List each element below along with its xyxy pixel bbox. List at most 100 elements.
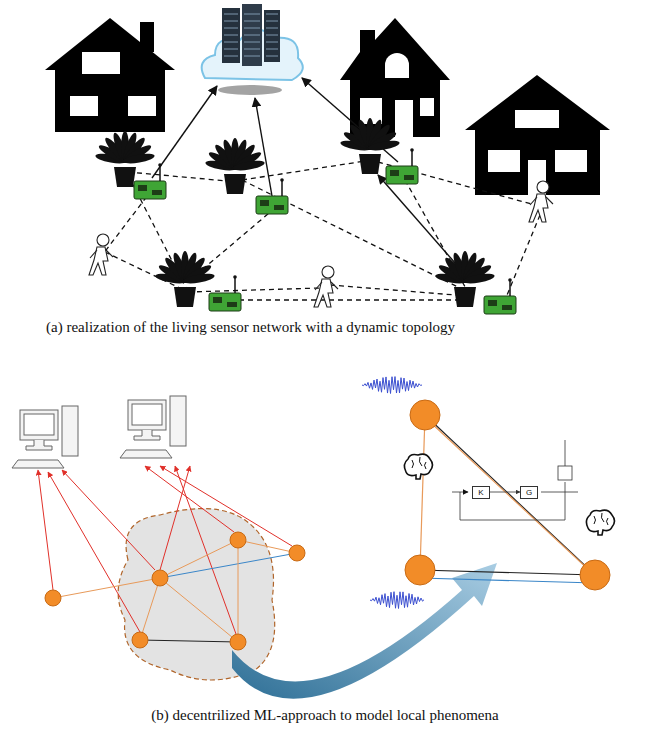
local-region xyxy=(118,509,275,680)
plant-sensor xyxy=(205,138,288,214)
server-slot xyxy=(244,42,260,43)
model-link xyxy=(425,415,595,575)
computer xyxy=(20,410,58,440)
server-slot xyxy=(266,21,278,22)
network-link xyxy=(140,578,160,640)
server-slot xyxy=(224,28,238,29)
plant-sensor xyxy=(367,139,400,152)
server-slot xyxy=(244,28,260,29)
cloud-server xyxy=(222,8,240,63)
person xyxy=(89,247,108,275)
plant-sensor xyxy=(234,277,236,293)
plant-sensor xyxy=(340,118,418,184)
plant-sensor xyxy=(233,275,237,279)
model-node xyxy=(580,560,610,590)
plant-sensor xyxy=(435,251,516,314)
block-diagram-wire xyxy=(558,466,572,480)
person xyxy=(322,266,334,278)
plant-sensor xyxy=(386,166,418,184)
house-windows xyxy=(70,96,98,116)
sensor-node xyxy=(45,532,305,650)
block-box: G xyxy=(520,486,538,499)
server-slot xyxy=(244,14,260,15)
block-diagram-wire xyxy=(565,482,566,492)
plant-sensor xyxy=(509,280,511,296)
dashed-link xyxy=(188,288,320,292)
plant-sensor xyxy=(462,272,495,285)
server-slot xyxy=(266,56,278,57)
person xyxy=(529,194,548,222)
plant-sensor xyxy=(410,148,414,152)
computer xyxy=(128,400,166,430)
server-slot xyxy=(224,49,238,50)
plant-sensor xyxy=(152,190,162,195)
computer xyxy=(170,396,186,446)
dashed-link xyxy=(378,162,535,205)
block-label: K xyxy=(478,488,483,497)
house xyxy=(340,18,450,137)
model-node xyxy=(410,400,440,430)
house xyxy=(340,18,450,137)
plant-sensor xyxy=(232,159,265,172)
plant-sensor xyxy=(158,163,162,167)
server-slot xyxy=(266,14,278,15)
person xyxy=(537,181,549,193)
block-box: K xyxy=(472,486,489,499)
server-slot xyxy=(224,14,278,56)
model-link xyxy=(429,421,590,571)
block-diagram-wire xyxy=(565,492,566,520)
plant-sensor xyxy=(502,305,512,310)
red-arrow xyxy=(38,470,53,590)
computer xyxy=(132,404,162,425)
server-slot xyxy=(244,35,260,36)
plant-sensor xyxy=(159,165,161,181)
computer xyxy=(26,440,52,450)
signal-waveform xyxy=(362,377,424,609)
house-windows xyxy=(515,110,559,128)
plant-sensor xyxy=(256,196,288,214)
server-slot xyxy=(266,28,278,29)
sensor-node xyxy=(230,634,246,650)
plant-sensor xyxy=(138,185,147,191)
brain-icon xyxy=(586,510,614,535)
brain-icon xyxy=(412,457,426,469)
house-windows xyxy=(488,110,587,195)
computer xyxy=(12,460,64,468)
person xyxy=(529,181,553,222)
computer xyxy=(62,406,78,456)
block-diagram-wire xyxy=(452,440,578,520)
block-label: G xyxy=(526,488,532,497)
plant-sensor xyxy=(227,302,237,307)
server-slot xyxy=(224,14,238,15)
plant-sensor xyxy=(114,167,136,187)
cloud-server xyxy=(264,10,280,62)
red-arrow xyxy=(48,472,140,632)
computer xyxy=(134,430,160,440)
block-diagram-wire xyxy=(541,492,578,493)
dashed-link xyxy=(230,299,468,300)
house-windows xyxy=(128,96,156,116)
house-windows xyxy=(385,53,409,78)
network-link xyxy=(238,540,297,553)
plant-sensor xyxy=(213,297,222,303)
plant-sensor xyxy=(454,287,476,307)
server-slot xyxy=(244,49,260,50)
block-diagram-wire xyxy=(460,520,565,521)
server-slot xyxy=(244,56,260,57)
plant-sensor xyxy=(359,154,381,174)
dashed-link xyxy=(505,215,540,300)
sensor-node xyxy=(230,532,246,548)
person xyxy=(89,181,553,307)
brain-icon xyxy=(404,454,432,479)
signal-waveform xyxy=(362,377,422,394)
computer xyxy=(120,450,172,458)
block-diagram-wire xyxy=(460,492,461,520)
sensor-node xyxy=(152,570,168,586)
plant-sensor xyxy=(155,251,241,311)
plant-sensor xyxy=(508,278,512,282)
red-arrow xyxy=(38,466,292,634)
server-slot xyxy=(224,21,238,22)
person xyxy=(314,279,333,307)
